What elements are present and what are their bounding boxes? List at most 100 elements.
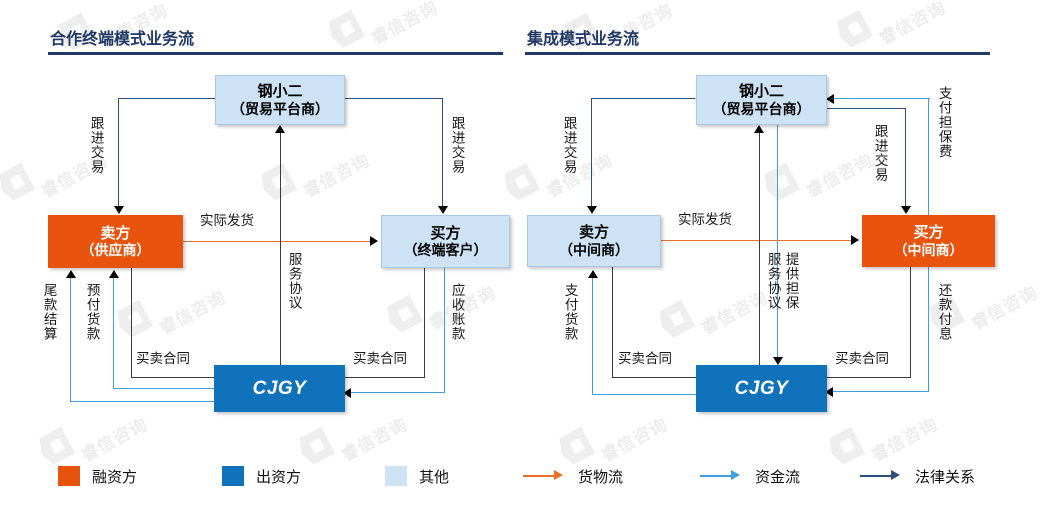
arrowhead-goods-left [370,236,378,246]
node-funder-right[interactable]: CJGY [696,365,827,412]
node-seller-right[interactable]: 卖方 （中间商） [527,215,661,267]
panel-title-right: 集成模式业务流 [527,31,640,48]
edge-repay-v [928,267,929,392]
label-prepay-left: 预付货款 [84,283,100,341]
edge-platform-buyer-right-v [905,108,906,208]
arrowhead-guarantee-fee [826,94,834,104]
edge-guarantee-fee-h [834,98,930,99]
arrowhead-goods-right [851,235,859,245]
edge-service-right [759,133,760,365]
edge-platform-seller-right-h [591,98,695,99]
label-ship-right: 实际发货 [678,212,732,227]
label-follow-right-panel0: 跟进交易 [449,116,465,174]
label-contract-left-panel0: 买卖合同 [135,351,191,367]
edge-platform-seller-left-v [118,98,119,208]
node-seller-left-line2: （供应商） [80,242,151,259]
node-funder-left-label: CJGY [252,377,307,399]
node-seller-right-line2: （中间商） [559,241,629,258]
arrowhead-service-left [275,125,285,133]
label-contract-left-panel1: 买卖合同 [617,351,673,367]
legend-arrow-legal-icon [860,466,904,486]
panel-title-left: 合作终端模式业务流 [50,31,195,48]
watermark-text: 睿信咨询 [803,150,876,202]
node-platform-left[interactable]: 钢小二 （贸易平台商） [215,75,345,125]
edge-service-left [280,133,281,365]
watermark-text: 睿信咨询 [876,0,949,49]
node-platform-left-line1: 钢小二 [257,83,303,101]
edge-guarantee [777,125,778,360]
legend-label-3: 货物流 [578,468,624,486]
edge-guarantee-fee-v [928,98,929,216]
node-platform-right-line1: 钢小二 [738,83,784,101]
edge-contract-right-h-panel1 [826,377,911,378]
watermark-text: 睿信咨询 [368,0,441,49]
edge-platform-seller-left-h [118,98,218,99]
arrowhead-guarantee [773,357,783,365]
legend-item-1: 出资方 [222,463,301,489]
arrowhead-service-right [754,125,764,133]
node-platform-right-line2: （贸易平台商） [712,100,811,117]
edge-receivable-left-v [444,268,445,393]
node-buyer-right-line2: （中间商） [893,241,964,258]
watermark-text: 睿信咨询 [543,150,616,202]
arrowhead-platform-seller-right [587,206,597,214]
arrowhead-pay-goods [588,270,598,278]
legend-label-5: 法律关系 [915,468,976,486]
edge-contract-right-v-panel1 [910,267,911,378]
node-platform-right[interactable]: 钢小二 （贸易平台商） [696,75,827,125]
legend-item-5: 法律关系 [860,463,975,489]
legend-swatch-financier [58,466,80,486]
legend-label-2: 其他 [419,468,450,486]
node-platform-left-line2: （贸易平台商） [231,100,329,117]
panel-title-rule-left [48,52,503,55]
label-receivable-left: 应收账款 [449,283,465,341]
watermark-logo [325,10,366,51]
node-seller-right-line1: 卖方 [578,224,609,242]
label-follow-left-panel0: 跟进交易 [88,116,104,174]
label-service-left: 服务协议 [286,252,302,310]
watermark-logo [500,163,541,204]
legend-label-1: 出资方 [256,468,302,486]
watermark-logo [655,300,696,341]
watermark-logo [0,163,35,204]
label-follow-right-panel1: 跟进交易 [872,124,888,182]
legend-label-0: 融资方 [92,468,138,486]
edge-final-payment-left-h [70,401,216,402]
label-service-right: 服务协议 [765,252,781,310]
watermark-logo [833,10,874,51]
watermark-logo [113,300,154,341]
arrowhead-platform-buyer-left [438,206,448,214]
node-buyer-right[interactable]: 买方 （中间商） [862,215,995,267]
legend-item-0: 融资方 [58,463,137,489]
legend-label-4: 资金流 [755,468,801,486]
edge-contract-right-h-panel0 [344,377,425,378]
legend-item-4: 资金流 [700,463,800,489]
label-pay-goods: 支付货款 [562,283,578,341]
label-ship-left: 实际发货 [200,213,254,228]
node-buyer-right-line1: 买方 [913,224,944,242]
legend: 融资方 出资方 其他 货物流 资金流 法律关系 [0,455,1040,500]
legend-arrow-funds-icon [700,466,744,486]
edge-goods-right [661,240,852,241]
edge-contract-left-v [131,268,132,378]
edge-platform-buyer-left-h [342,98,443,99]
watermark-text: 睿信咨询 [156,287,229,339]
node-buyer-left[interactable]: 买方 （终端客户） [381,215,510,268]
node-buyer-left-line1: 买方 [430,224,461,242]
watermark-text: 睿信咨询 [968,282,1040,334]
edge-prepay-left-v [113,278,114,388]
node-funder-left[interactable]: CJGY [214,365,345,412]
watermark-logo [257,163,298,204]
label-guarantee-fee: 支付担保费 [936,86,952,159]
edge-platform-buyer-left-v [442,98,443,208]
arrowhead-prepay-left [109,270,119,278]
arrowhead-platform-buyer-right [901,206,911,214]
label-follow-left-panel1: 跟进交易 [561,116,577,174]
edge-contract-left-v-panel1 [612,267,613,378]
edge-pay-goods-v [592,278,593,394]
node-seller-left[interactable]: 卖方 （供应商） [48,215,183,268]
legend-item-2: 其他 [385,463,449,489]
node-funder-right-label: CJGY [734,377,789,399]
arrowhead-platform-seller-left [114,206,124,214]
